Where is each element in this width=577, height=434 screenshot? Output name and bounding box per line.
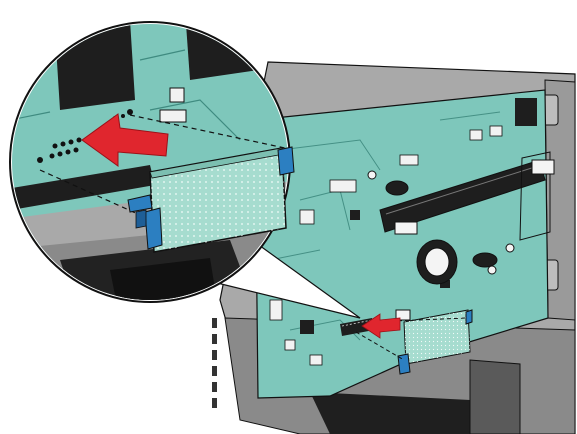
vent-slots bbox=[212, 318, 217, 408]
